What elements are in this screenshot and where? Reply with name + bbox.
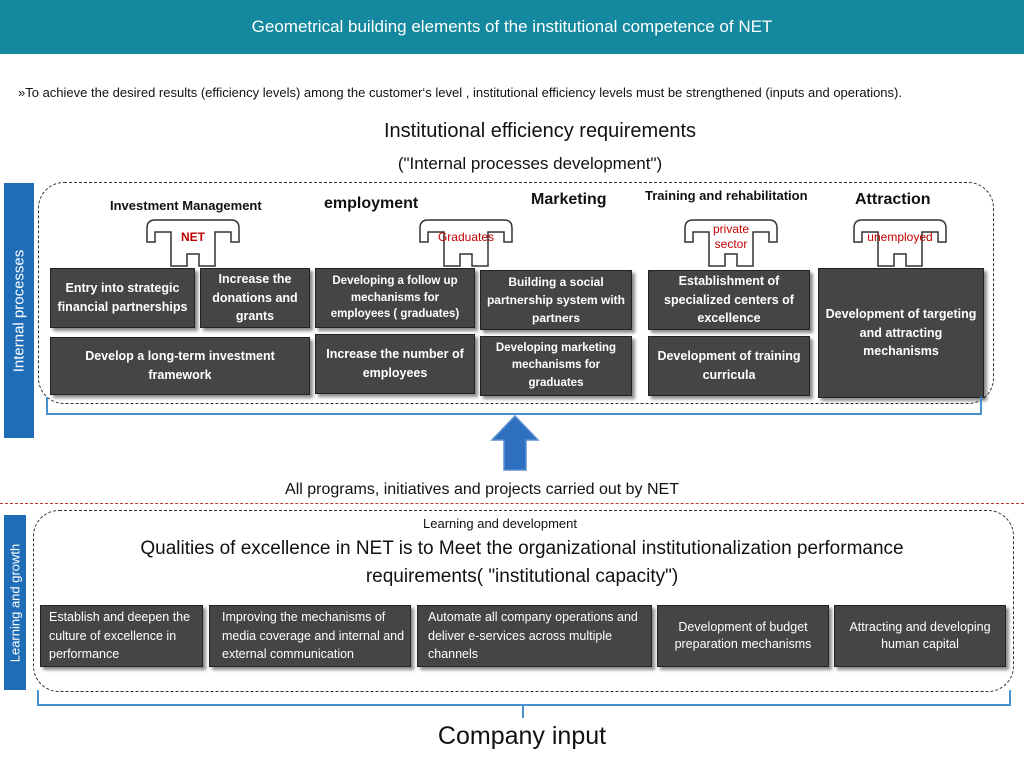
intro-text: »To achieve the desired results (efficie… [18, 85, 902, 100]
internal-processes-label: Internal processes [10, 249, 28, 372]
box-budget-preparation: Development of budget preparation mechan… [657, 605, 829, 667]
box-social-partnership-system: Building a social partnership system wit… [480, 270, 632, 330]
internal-processes-bracket [46, 397, 982, 415]
learning-growth-container [33, 510, 1014, 692]
actor-net: NET [145, 216, 241, 268]
box-training-curricula: Development of training curricula [648, 336, 810, 396]
category-attraction: Attraction [855, 191, 931, 208]
box-increase-employees: Increase the number of employees [315, 334, 475, 394]
box-targeting-attracting-mechanisms: Development of targeting and attracting … [818, 268, 984, 398]
section-divider [0, 503, 1024, 504]
category-marketing: Marketing [531, 191, 607, 208]
box-culture-of-excellence: Establish and deepen the culture of exce… [40, 605, 203, 667]
box-strategic-financial-partnerships: Entry into strategic financial partnersh… [50, 268, 195, 328]
requirements-subtitle: ("Internal processes development") [397, 154, 663, 173]
learning-growth-label: Learning and growth [7, 543, 23, 662]
category-investment-management: Investment Management [110, 198, 262, 213]
person-outline-icon [419, 219, 513, 267]
actor-unemployed-label: unemployed [867, 230, 933, 244]
actor-graduates-label: Graduates [437, 230, 495, 244]
box-follow-up-mechanisms: Developing a follow up mechanisms for em… [315, 268, 475, 328]
box-human-capital: Attracting and developing human capital [834, 605, 1006, 667]
internal-processes-container [38, 182, 994, 404]
actor-net-label: NET [181, 230, 205, 244]
page-title: Geometrical building elements of the ins… [251, 17, 773, 36]
bracket-stem [522, 706, 524, 718]
learning-heading: Learning and development [423, 516, 577, 531]
actor-graduates: Graduates [418, 216, 514, 268]
box-long-term-investment-framework: Develop a long-term investment framework [50, 337, 310, 395]
company-input-label: Company input [437, 722, 607, 750]
actor-private-sector: private sector [683, 216, 779, 268]
category-employment: employment [324, 195, 419, 212]
box-donations-grants: Increase the donations and grants [200, 268, 310, 328]
learning-growth-bracket [37, 690, 1011, 706]
learning-growth-side-bar: Learning and growth [4, 515, 26, 690]
box-centers-of-excellence: Establishment of specialized centers of … [648, 270, 810, 330]
box-marketing-mechanisms-graduates: Developing marketing mechanisms for grad… [480, 336, 632, 396]
person-outline-icon [853, 219, 947, 267]
internal-processes-side-bar: Internal processes [4, 183, 34, 438]
actor-unemployed: unemployed [852, 216, 948, 268]
requirements-title: Institutional efficiency requirements [383, 120, 696, 142]
box-media-communication: Improving the mechanisms of media covera… [209, 605, 411, 667]
person-outline-icon [146, 219, 240, 267]
up-arrow-icon [490, 414, 540, 471]
learning-title-line-2: requirements( "institutional capacity") [365, 566, 679, 587]
person-outline-icon [684, 219, 778, 267]
programs-label: All programs, initiatives and projects c… [285, 481, 679, 498]
learning-title-line-1: Qualities of excellence in NET is to Mee… [140, 538, 904, 559]
category-training-rehabilitation: Training and rehabilitation [645, 188, 808, 203]
page-header: Geometrical building elements of the ins… [0, 0, 1024, 54]
actor-private-sector-label: private sector [712, 222, 750, 251]
box-automate-operations: Automate all company operations and deli… [417, 605, 652, 667]
